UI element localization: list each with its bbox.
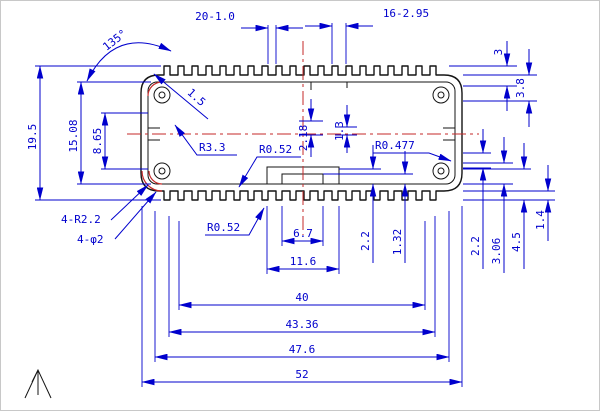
dim-slot-67-label: 6.7 <box>293 227 313 240</box>
fillet-arc-bottom-left-small <box>148 170 163 185</box>
dim-width-52-label: 52 <box>295 368 308 381</box>
dim-height-channel-label: 8.65 <box>91 128 104 155</box>
projection-angle-symbol <box>24 368 52 399</box>
dim-t45-label: 4.5 <box>510 232 523 252</box>
fillet-arc-top-left <box>147 81 163 97</box>
boss-bottom-right <box>432 162 450 180</box>
red-fillet-arcs <box>141 81 163 192</box>
dim-slot-top-label: 20-1.0 <box>195 10 235 23</box>
hole-top-left <box>158 91 166 99</box>
boss-top-left <box>153 86 171 104</box>
dim-height-inner-label: 15.08 <box>67 119 80 152</box>
dim-width-476-label: 47.6 <box>289 343 316 356</box>
dim-radius-inner-label: R3.3 <box>199 141 226 154</box>
dim-t132-label: 1.32 <box>391 229 404 256</box>
dim-radius-fillet-top-label: R0.52 <box>259 143 292 156</box>
dim-angle-label: 135° <box>100 27 129 54</box>
hole-top-right <box>437 91 445 99</box>
dim-channel-116-label: 11.6 <box>290 255 317 268</box>
dim-chamfer-label: 1.5 <box>185 86 208 109</box>
centerlines <box>127 41 479 235</box>
dimension-lines <box>36 22 552 386</box>
dim-width-4336-label: 43.36 <box>285 318 318 331</box>
profile-outer-contour <box>140 65 463 201</box>
dimension-labels: 20-1.0 16-2.95 135° 1.5 19.5 15.08 8.65 … <box>26 7 547 381</box>
dim-depth-218-label: 2.18 <box>297 125 310 152</box>
dim-corner-bosses-label: 4-R2.2 <box>61 213 101 226</box>
top-recess-ticks <box>310 82 348 90</box>
dim-fin-top-label: 16-2.95 <box>383 7 429 20</box>
dim-t306-label: 3.06 <box>490 238 503 265</box>
boss-top-right <box>432 86 450 104</box>
dim-corner-holes-label: 4-φ2 <box>77 233 104 246</box>
hole-bottom-left <box>158 167 166 175</box>
hole-bottom-right <box>437 167 445 175</box>
profile-inner-cavity <box>147 81 456 185</box>
dim-t22-left-label: 2.2 <box>359 231 372 251</box>
dim-depth-13-label: 1.3 <box>333 121 346 141</box>
dim-height-overall-label: 19.5 <box>26 124 39 151</box>
dim-t22-right-label: 2.2 <box>469 236 482 256</box>
boss-bottom-left <box>153 162 171 180</box>
dim-wall-38-label: 3.8 <box>514 78 527 98</box>
dim-wall-3-label: 3 <box>492 49 505 56</box>
dim-width-40-label: 40 <box>295 291 308 304</box>
dim-radius-fillet-bottom-label: R0.52 <box>207 221 240 234</box>
dim-t14-label: 1.4 <box>534 210 547 230</box>
dim-radius-right-label: R0.477 <box>375 139 415 152</box>
